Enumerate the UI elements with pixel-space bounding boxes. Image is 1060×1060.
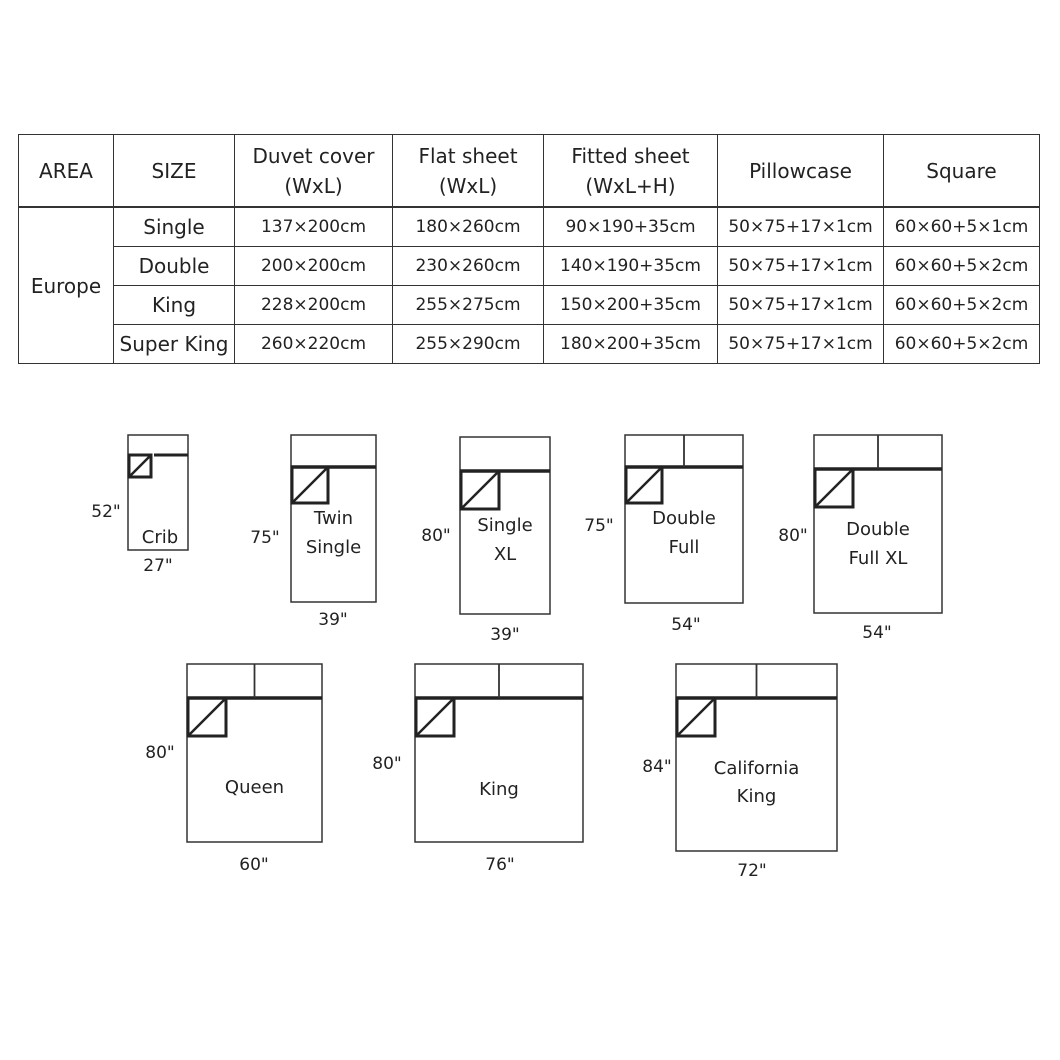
size-chart-table: AREA SIZE Duvet cover(WxL) Flat sheet(Wx… (18, 134, 1040, 364)
fold-corner (459, 469, 501, 511)
fitted-sheet-cell: 150×200+35cm (543, 285, 718, 325)
table-row: Europe Single 137×200cm 180×260cm 90×190… (18, 206, 1040, 364)
duvet-cell: 228×200cm (234, 285, 393, 325)
length-label: 80" (778, 526, 807, 546)
fold-diagonal (415, 697, 455, 737)
bed-diagram: King 80" 76" (372, 663, 584, 875)
width-label: 76" (485, 855, 514, 875)
pillowcase-cell: 50×75+17×1cm (717, 324, 884, 364)
pillowcase-cell: 50×75+17×1cm (717, 206, 884, 247)
bed-name-label: Full (669, 537, 700, 558)
bed-name-label: Twin (313, 508, 353, 529)
duvet-cell: 260×220cm (234, 324, 393, 364)
fold-corner (414, 696, 456, 738)
header-square: Square (883, 134, 1040, 208)
fold-diagonal (187, 697, 227, 737)
width-label: 72" (737, 861, 766, 881)
header-fitted-sheet: Fitted sheet(WxL+H) (543, 134, 718, 208)
flat-sheet-cell: 180×260cm (392, 206, 544, 247)
square-cell: 60×60+5×2cm (883, 285, 1040, 325)
duvet-cell: 137×200cm (234, 206, 393, 247)
fold-corner (127, 453, 153, 479)
table-header-row: AREA SIZE Duvet cover(WxL) Flat sheet(Wx… (18, 134, 1040, 208)
length-label: 75" (584, 516, 613, 536)
width-label: 39" (490, 625, 519, 645)
bed-name-label: King (479, 779, 519, 800)
size-cell: Single (113, 206, 235, 247)
width-label: 54" (671, 615, 700, 635)
fitted-sheet-cell: 180×200+35cm (543, 324, 718, 364)
header-pillowcase: Pillowcase (717, 134, 884, 208)
fold-corner (675, 696, 717, 738)
size-cell: Super King (113, 324, 235, 364)
length-label: 75" (250, 528, 279, 548)
bed-diagram: Queen 80" 60" (145, 663, 323, 875)
header-size: SIZE (113, 134, 235, 208)
bed-outline (127, 434, 189, 551)
pillowcase-cell: 50×75+17×1cm (717, 285, 884, 325)
fold-diagonal (625, 466, 663, 504)
header-area: AREA (18, 134, 114, 208)
fitted-sheet-cell: 140×190+35cm (543, 246, 718, 286)
bed-name-label: Single (477, 515, 532, 536)
bed-outline (459, 436, 551, 615)
width-label: 60" (239, 855, 268, 875)
duvet-cell: 200×200cm (234, 246, 393, 286)
length-label: 84" (642, 757, 671, 777)
bed-name-label: King (737, 786, 777, 807)
bed-name-label: Single (306, 537, 361, 558)
fitted-sheet-cell: 90×190+35cm (543, 206, 718, 247)
bed-outline (290, 434, 377, 603)
fold-diagonal (676, 697, 716, 737)
width-label: 27" (143, 556, 172, 576)
bed-name-label: Full XL (849, 548, 908, 569)
length-label: 80" (145, 743, 174, 763)
length-label: 52" (91, 502, 120, 522)
square-cell: 60×60+5×1cm (883, 206, 1040, 247)
flat-sheet-cell: 255×275cm (392, 285, 544, 325)
length-label: 80" (421, 526, 450, 546)
header-flat-sheet: Flat sheet(WxL) (392, 134, 544, 208)
bed-name-label: XL (494, 544, 516, 565)
fold-corner (813, 467, 855, 509)
bed-name-label: Queen (225, 777, 284, 798)
fold-diagonal (460, 470, 500, 510)
width-label: 54" (862, 623, 891, 643)
table-row: Super King 260×220cm 255×290cm 180×200+3… (19, 324, 1040, 364)
fold-diagonal (814, 468, 854, 508)
bed-diagram: Crib 52" 27" (91, 434, 189, 576)
square-cell: 60×60+5×2cm (883, 324, 1040, 364)
bed-name-label: Double (652, 508, 716, 529)
bed-name-label: California (714, 758, 799, 779)
fold-corner (624, 465, 664, 505)
bed-name-label: Double (846, 519, 910, 540)
fold-diagonal (128, 454, 152, 478)
square-cell: 60×60+5×2cm (883, 246, 1040, 286)
bed-name-label: Crib (142, 527, 178, 548)
width-label: 39" (318, 610, 347, 630)
size-cell: Double (113, 246, 235, 286)
fold-diagonal (291, 466, 329, 504)
fold-corner (186, 696, 228, 738)
header-duvet-cover: Duvet cover(WxL) (234, 134, 393, 208)
flat-sheet-cell: 255×290cm (392, 324, 544, 364)
length-label: 80" (372, 754, 401, 774)
fold-corner (290, 465, 330, 505)
